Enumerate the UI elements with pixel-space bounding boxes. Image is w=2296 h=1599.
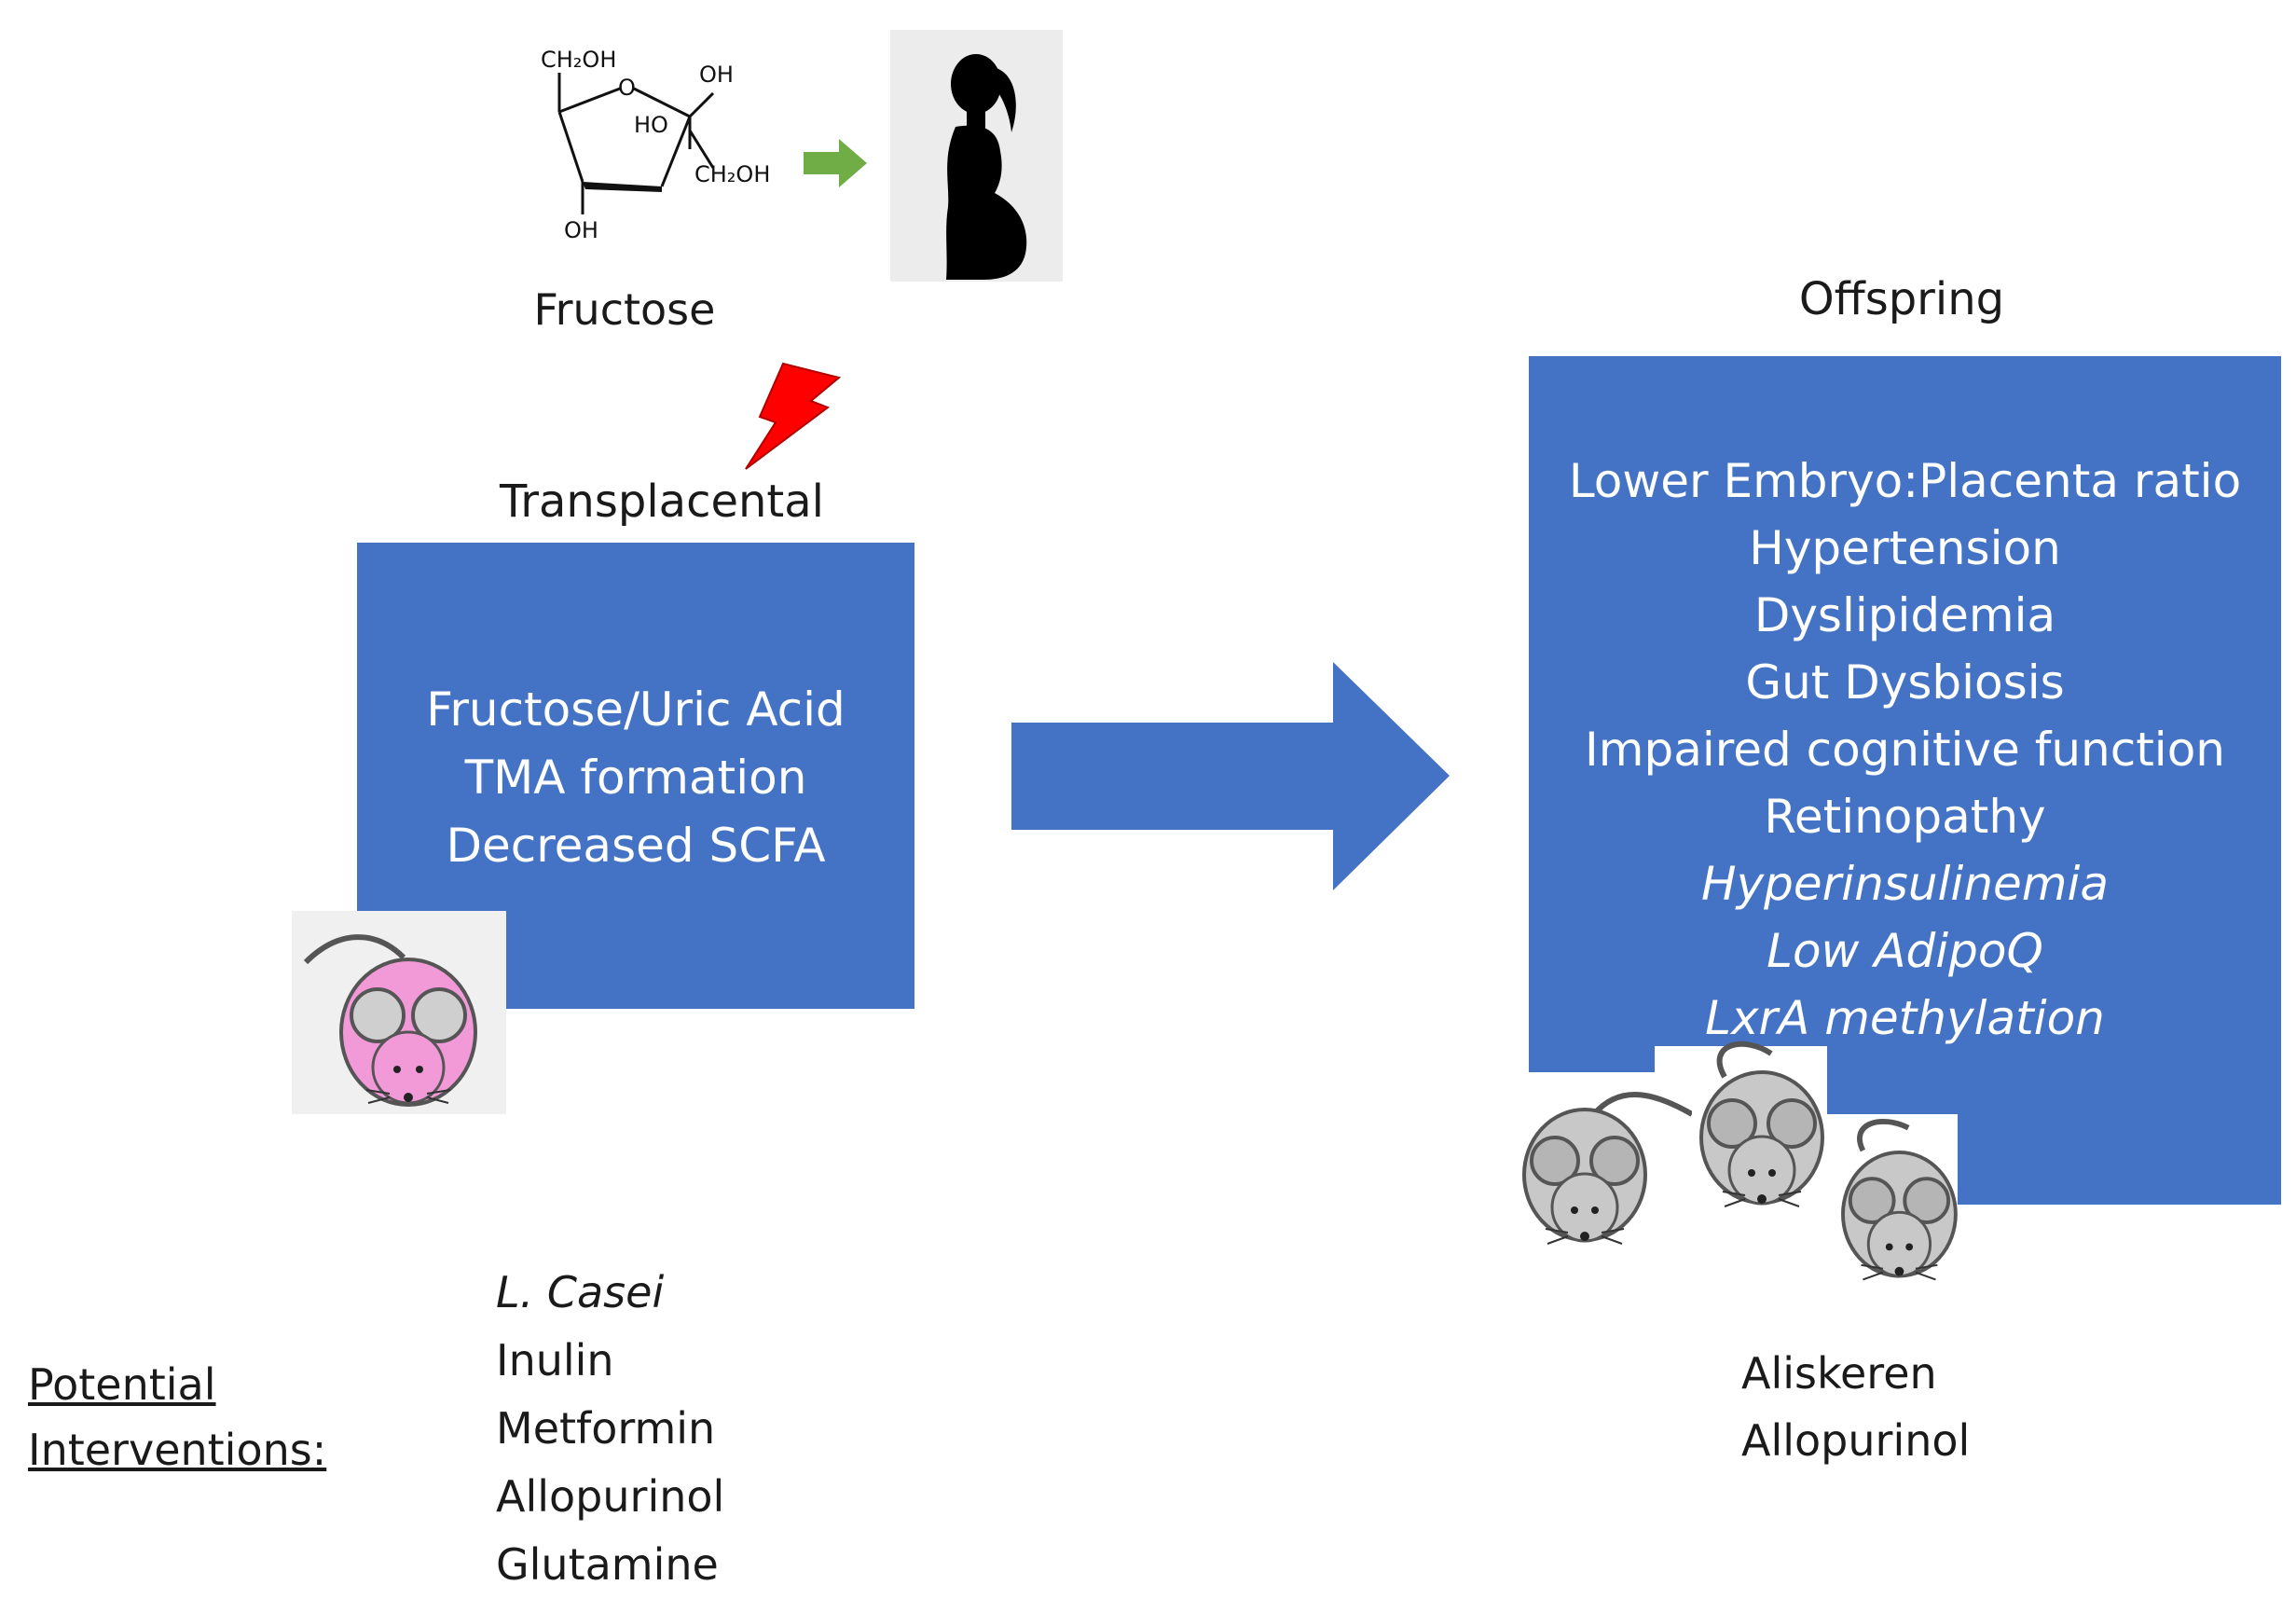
pregnant-woman-tile <box>890 30 1063 282</box>
big-blue-arrow-icon <box>1011 662 1450 890</box>
lightning-bolt-icon <box>745 362 842 470</box>
gray-mouse-icon <box>1841 1119 1958 1281</box>
chem-label-ring-o: O <box>618 75 636 101</box>
chem-label-ring-ho: HO <box>634 112 668 138</box>
green-arrow-icon <box>804 139 867 187</box>
interventions-title-line: Potential <box>28 1359 216 1410</box>
maternal-effect-line: TMA formation <box>464 751 807 805</box>
offspring-interventions-list: Aliskeren Allopurinol <box>1741 1340 1970 1474</box>
fructose-structure-diagram: CH₂OH O OH HO CH₂OH OH <box>541 47 770 243</box>
chem-label-bottom-oh: OH <box>564 217 598 243</box>
offspring-effect-line: Gut Dysbiosis <box>1745 655 2065 710</box>
offspring-effect-line: Hypertension <box>1749 521 2061 575</box>
chem-label-side: CH₂OH <box>694 161 770 187</box>
pregnant-woman-icon <box>946 54 1027 280</box>
intervention-item: Inulin <box>496 1335 614 1385</box>
transplacental-label: Transplacental <box>500 476 824 528</box>
intervention-item: Allopurinol <box>496 1471 725 1522</box>
intervention-item: Metformin <box>496 1403 716 1454</box>
offspring-effect-line: Low AdipoQ <box>1767 924 2043 978</box>
gray-mouse-icon <box>1699 1041 1824 1207</box>
gray-mouse-icon <box>1522 1092 1692 1245</box>
intervention-item: Glutamine <box>496 1539 719 1590</box>
intervention-item: L. Casei <box>496 1267 665 1317</box>
offspring-label: Offspring <box>1798 273 2005 325</box>
offspring-effects-text: Lower Embryo:Placenta ratio Hypertension… <box>1529 448 2281 1052</box>
interventions-title: Potential Interventions: <box>28 1352 326 1482</box>
fructose-label: Fructose <box>533 284 716 335</box>
offspring-effect-line: Dyslipidemia <box>1753 588 2056 642</box>
interventions-title-line: Interventions: <box>28 1425 327 1475</box>
intervention-item: Allopurinol <box>1741 1415 1971 1466</box>
maternal-effects-text: Fructose/Uric Acid TMA formation Decreas… <box>357 676 914 880</box>
offspring-effect-line: Hyperinsulinemia <box>1700 857 2110 911</box>
chem-label-top: CH₂OH <box>541 47 616 73</box>
offspring-effects-box <box>1529 356 2281 1205</box>
maternal-interventions-list: L. Casei Inulin Metformin Allopurinol Gl… <box>496 1259 724 1599</box>
maternal-effect-line: Decreased SCFA <box>446 819 826 873</box>
pink-mouse-icon <box>303 934 477 1107</box>
maternal-effect-line: Fructose/Uric Acid <box>426 682 846 737</box>
chem-label-anomeric-oh: OH <box>699 62 734 88</box>
offspring-effect-line: Retinopathy <box>1764 790 2046 844</box>
offspring-effect-line: LxrA methylation <box>1705 991 2105 1045</box>
offspring-effect-line: Impaired cognitive function <box>1585 723 2225 777</box>
offspring-effect-line: Lower Embryo:Placenta ratio <box>1568 454 2242 508</box>
intervention-item: Aliskeren <box>1741 1348 1937 1399</box>
